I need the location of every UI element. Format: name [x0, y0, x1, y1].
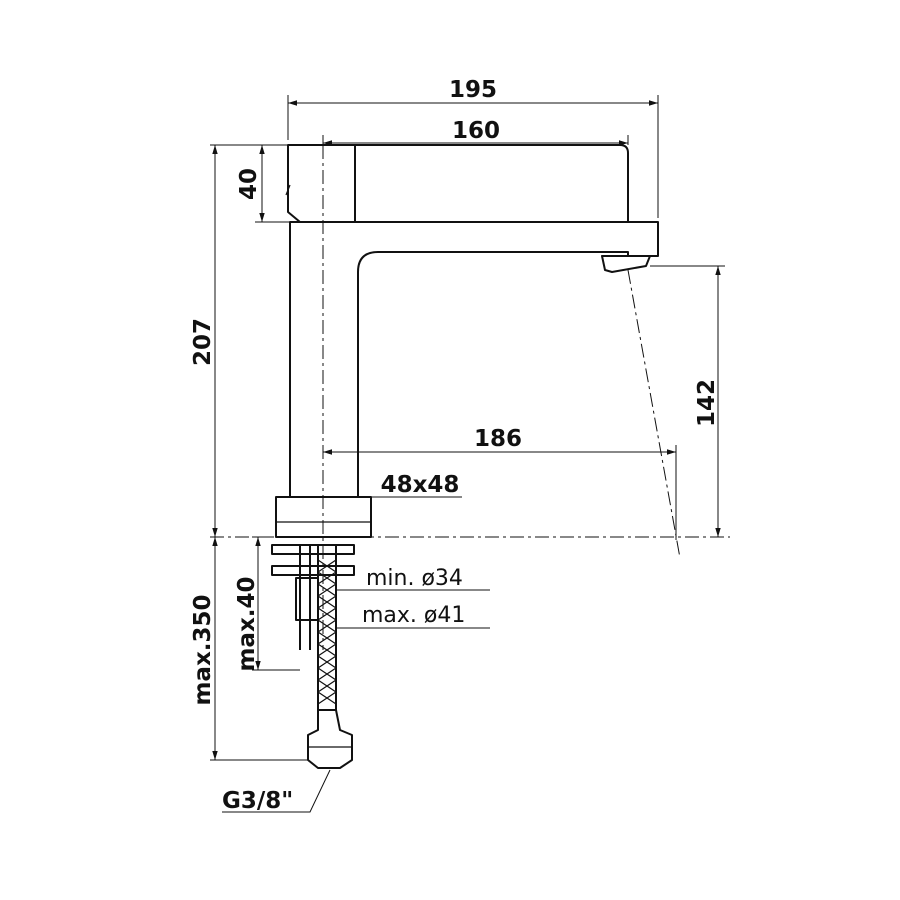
fixing-washer-2: [271, 565, 355, 576]
dimension-max350: max.350: [190, 537, 308, 761]
dim-160-label: 160: [452, 118, 500, 144]
dim-48x48-label: 48x48: [381, 472, 460, 498]
hose-end-nut: [307, 709, 353, 769]
dimension-40: 40: [236, 144, 290, 223]
hole-max-label: max. ø41: [362, 603, 465, 628]
dim-40-label: 40: [236, 168, 262, 200]
dimension-142: 142: [650, 265, 725, 537]
dimension-max40: max.40: [234, 536, 300, 672]
hole-min-label: min. ø34: [366, 566, 463, 591]
under-deck-fitting: [271, 544, 355, 769]
dimension-207: 207: [190, 144, 288, 537]
connection-label: G3/8": [222, 788, 293, 814]
dim-max40-label: max.40: [234, 576, 260, 671]
dimension-48x48: 48x48: [276, 472, 462, 498]
hose-braid: [316, 559, 338, 705]
connection-leader: [222, 769, 331, 813]
handle-joint: [285, 184, 291, 196]
dim-142-label: 142: [694, 379, 720, 427]
dimension-160: 160: [322, 118, 629, 146]
hole-diameter-notes: min. ø34 max. ø41: [336, 566, 490, 629]
dim-max350-label: max.350: [190, 594, 216, 705]
fixing-washer-1: [271, 544, 355, 555]
dimension-186: 186: [323, 426, 677, 540]
water-stream-line: [627, 269, 681, 559]
handle: [287, 144, 356, 223]
connection-callout: G3/8": [222, 769, 331, 814]
dim-195-label: 195: [449, 77, 497, 103]
faucet-body: [275, 144, 659, 538]
aerator: [601, 255, 651, 273]
dim-207-label: 207: [190, 318, 216, 366]
spout-top: [355, 144, 629, 223]
dim-186-label: 186: [474, 426, 522, 452]
dimension-195: 195: [287, 77, 659, 218]
